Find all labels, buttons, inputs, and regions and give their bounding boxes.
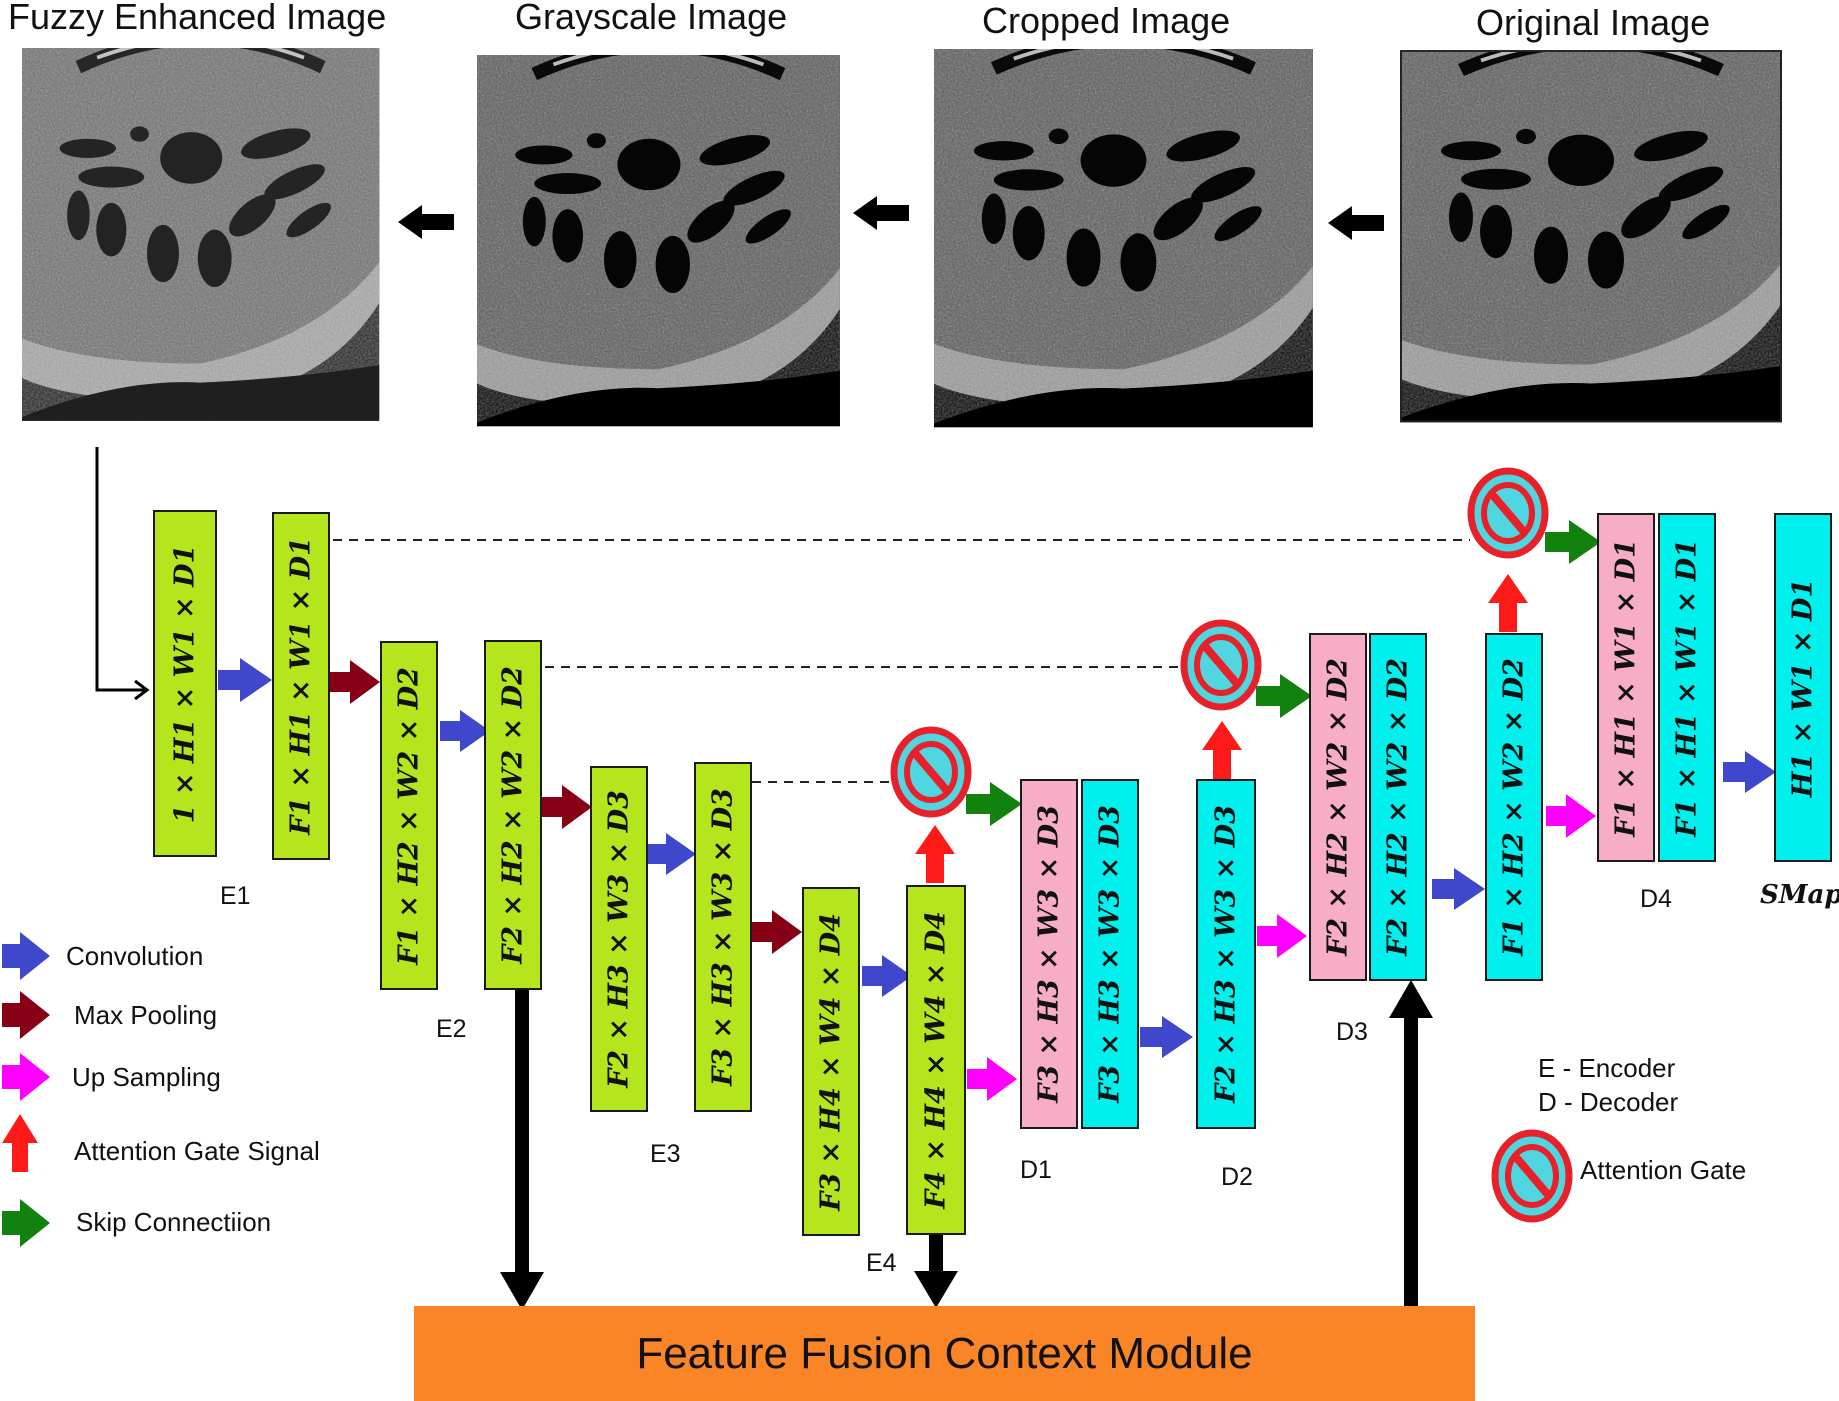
attention-gate-icon — [1180, 619, 1262, 711]
stage-label-d4: D4 — [1640, 885, 1672, 913]
left-arrow-icon — [398, 205, 454, 239]
stage-label-d3: D3 — [1336, 1018, 1368, 1046]
attention-gate-icon — [1467, 467, 1549, 559]
legend-label-attention-signal: Attention Gate Signal — [74, 1136, 320, 1166]
stage-label-d1: D1 — [1020, 1156, 1052, 1184]
encoder-block-e4a: F3 × H4 × W4 × D4 — [802, 887, 860, 1236]
stage-label-e2: E2 — [436, 1015, 467, 1043]
legend-label-max-pooling: Max Pooling — [74, 1000, 218, 1030]
attention-signal-arrows — [2, 574, 1528, 1172]
decoder-block-d1a: F3 × H3 × W3 × D3 — [1020, 779, 1078, 1129]
decoder-block-d4a: F1 × H1 × W1 × D1 — [1597, 513, 1655, 862]
legend-encoder: E - Encoder — [1538, 1053, 1676, 1083]
module-label: Feature Fusion Context Module — [636, 1328, 1253, 1378]
feature-fusion-context-module: Feature Fusion Context Module — [414, 1306, 1475, 1401]
cropped-image — [924, 39, 1323, 427]
legend-convolution-icon — [2, 932, 50, 980]
encoder-block-e1a: 1 × H1 × W1 × D1 — [153, 510, 217, 857]
legend-attention-gate: Attention Gate — [1580, 1155, 1747, 1185]
legend-label-convolution: Convolution — [66, 941, 204, 971]
legend-label-skip-connection: Skip Connectiion — [76, 1207, 272, 1237]
skip-dashed-lines — [333, 539, 1470, 783]
stage-label-d2: D2 — [1221, 1163, 1253, 1191]
decoder-block-d3c: F1 × H2 × W2 × D2 — [1485, 633, 1543, 981]
max-pooling-arrows — [2, 660, 802, 1039]
grayscale-image-title: Grayscale Image — [515, 0, 788, 37]
cropped-image-title: Cropped Image — [982, 0, 1231, 41]
decoder-block-d3a: F2 × H2 × W2 × D2 — [1309, 633, 1367, 981]
up-sampling-arrows — [2, 794, 1596, 1101]
stage-label-e4: E4 — [866, 1249, 897, 1277]
grayscale-image — [467, 45, 849, 426]
output-label-smap: SMap — [1760, 880, 1839, 910]
legend-attention-gate-icon — [1491, 1129, 1573, 1223]
original-image-title: Original Image — [1476, 2, 1711, 43]
fuzzy-enhanced-image — [13, 38, 389, 420]
stage-label-e1: E1 — [220, 882, 251, 910]
attention-gate-icon — [890, 726, 972, 818]
legend-label-up-sampling: Up Sampling — [72, 1062, 221, 1092]
skip-connection-arrows — [2, 520, 1601, 1247]
decoder-block-d1b: F3 × H3 × W3 × D3 — [1081, 779, 1139, 1129]
left-arrow-icon — [1328, 206, 1384, 240]
legend-decoder: D - Decoder — [1538, 1087, 1679, 1117]
module-arrows — [500, 980, 1433, 1310]
stage-label-e3: E3 — [650, 1140, 681, 1168]
output-block-smap: H1 × W1 × D1 — [1774, 513, 1832, 862]
decoder-block-d4b: F1 × H1 × W1 × D1 — [1658, 513, 1716, 862]
decoder-block-d2: F2 × H3 × W3 × D3 — [1196, 779, 1256, 1129]
original-image — [1391, 42, 1791, 422]
encoder-block-e2b: F2 × H2 × W2 × D2 — [484, 640, 542, 990]
convolution-arrows — [2, 658, 1776, 1058]
left-arrow-icon — [853, 196, 909, 230]
encoder-block-e1b: F1 × H1 × W1 × D1 — [272, 512, 330, 860]
encoder-block-e3b: F3 × H3 × W3 × D3 — [694, 762, 752, 1112]
decoder-block-d3b: F2 × H2 × W2 × D2 — [1369, 633, 1427, 981]
encoder-block-e3a: F2 × H3 × W3 × D3 — [590, 766, 648, 1112]
fuzzy-enhanced-image-title: Fuzzy Enhanced Image — [8, 0, 387, 37]
encoder-block-e2a: F1 × H2 × W2 × D2 — [380, 641, 438, 990]
input-connector — [95, 447, 150, 701]
encoder-block-e4b: F4 × H4 × W4 × D4 — [906, 885, 966, 1235]
